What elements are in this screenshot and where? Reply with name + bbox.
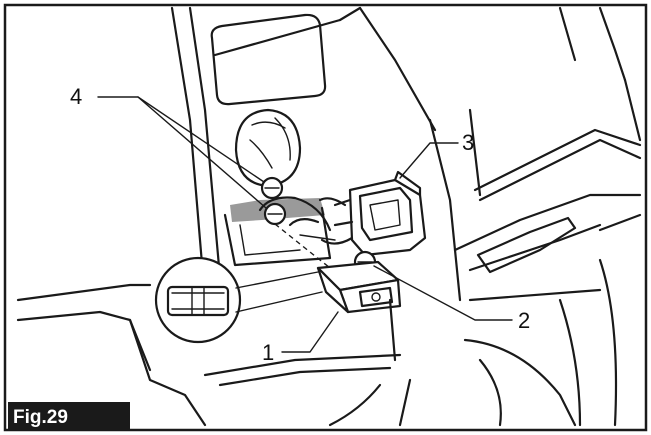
detail-magnifier <box>154 256 323 344</box>
leader-lines <box>97 96 513 353</box>
cover-part-1 <box>316 260 402 314</box>
figure-label: Fig.29 <box>13 407 68 428</box>
housing-body <box>170 6 642 302</box>
callout-1: 1 <box>262 340 274 365</box>
callout-2: 2 <box>518 308 530 333</box>
upper-window <box>210 13 327 106</box>
figure-label-badge: Fig.29 <box>8 402 130 430</box>
connector-3 <box>318 170 427 257</box>
figure-frame <box>3 3 648 432</box>
lower-bodywork <box>16 283 412 427</box>
callout-3: 3 <box>462 130 474 155</box>
right-fender <box>453 128 642 427</box>
round-cap <box>234 108 302 188</box>
callout-4: 4 <box>70 84 82 109</box>
